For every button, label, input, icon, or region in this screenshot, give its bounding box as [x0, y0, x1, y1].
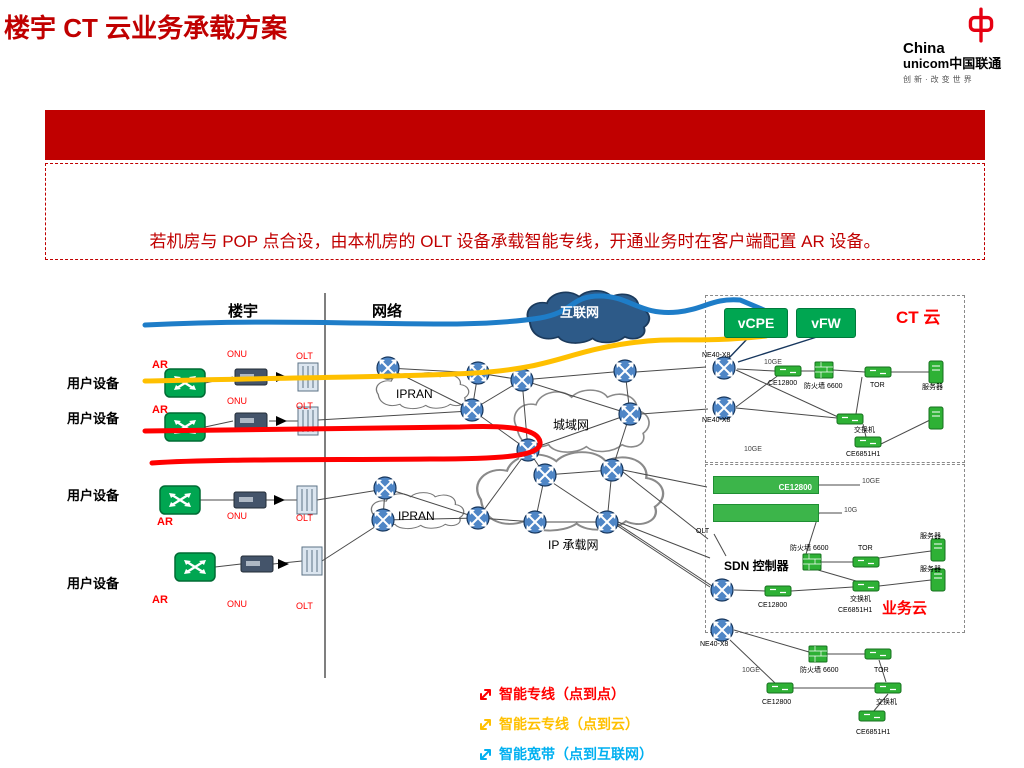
- zone-label-network: 网络: [372, 303, 403, 320]
- tor-label: TOR: [870, 382, 885, 389]
- svc-firewall-label: 防火墙 6600: [790, 545, 829, 552]
- svc-server-label-a: 服务器: [920, 533, 941, 540]
- page-title: 楼宇 CT 云业务承载方案: [4, 13, 288, 43]
- svc-server-label-b: 服务器: [920, 566, 941, 573]
- ar-label-3: AR: [157, 516, 173, 528]
- ce12800-bar-label: CE12800: [778, 483, 812, 492]
- user-device-label-3: 用户设备: [67, 488, 120, 503]
- olt-label-4: OLT: [296, 601, 313, 611]
- flow-arrow-icons: [274, 372, 289, 569]
- svc-link-10ge: 10GE: [862, 478, 880, 485]
- onu-label-2: ONU: [227, 396, 247, 406]
- olt-label-1: OLT: [296, 351, 313, 361]
- onu-label-3: ONU: [227, 511, 247, 521]
- service-cloud-title: 业务云: [882, 600, 928, 617]
- olt-label-2: OLT: [296, 401, 313, 411]
- ip-bearer-label: IP 承载网: [548, 538, 599, 552]
- ipran-label-1: IPRAN: [396, 387, 433, 401]
- onu-label-1: ONU: [227, 349, 247, 359]
- svc-ce6851-label: CE6851H1: [838, 607, 873, 614]
- ip-bearer-cloud: [476, 451, 665, 532]
- edge-ne40-label: NE40-X8: [700, 641, 729, 648]
- callout-text: 若机房与 POP 点合设，由本机房的 OLT 设备承载智能专线，开通业务时在客户…: [149, 232, 881, 251]
- legend-label-broadband: 智能宽带（点到互联网）: [499, 746, 653, 762]
- ar-label-1: AR: [152, 359, 168, 371]
- ipran-label-2: IPRAN: [398, 509, 435, 523]
- link-label-10ge-a: 10GE: [764, 359, 782, 366]
- svc-olt-label: OLT: [696, 528, 710, 535]
- service-cloud-box: [705, 464, 965, 633]
- svc-tor-label: TOR: [858, 545, 873, 552]
- ar-router-icons: [158, 367, 217, 583]
- diagonal-arrows-icon: [480, 718, 491, 730]
- red-banner: [45, 110, 985, 160]
- svc-switch-label: 交换机: [850, 596, 871, 603]
- ce12800-bar: CE12800: [713, 476, 819, 494]
- diagonal-arrows-icon: [480, 748, 491, 760]
- edge-ce6851-label: CE6851H1: [856, 729, 891, 736]
- link-label-10ge-b: 10GE: [744, 446, 762, 453]
- user-device-label-1: 用户设备: [67, 376, 120, 391]
- server-label: 服务器: [922, 384, 943, 391]
- ne40-label-a: NE40-X8: [702, 352, 731, 359]
- svc-link-10g: 10G: [844, 507, 858, 514]
- firewall-label: 防火墙 6600: [804, 383, 843, 390]
- unicom-logo-text: China unicom中国联通 创新·改变世界: [903, 40, 1001, 84]
- edge-switch-label: 交换机: [876, 699, 897, 706]
- ce12800-label: CE12800: [768, 380, 798, 387]
- logo-line2: unicom中国联通: [903, 56, 1002, 72]
- diagonal-arrows-icon: [480, 688, 491, 700]
- legend-item-cloud: 智能云专线（点到云）: [478, 714, 639, 734]
- ce6851-label: CE6851H1: [846, 451, 881, 458]
- logo-line1: China: [903, 40, 945, 57]
- ar-label-4: AR: [152, 594, 168, 606]
- ne40-label-b: NE40-X8: [702, 417, 731, 424]
- logo-tagline: 创新·改变世界: [903, 75, 975, 85]
- green-bar-2: [713, 504, 819, 522]
- olt-icons: [296, 362, 323, 576]
- sdn-controller-label: SDN 控制器: [724, 559, 789, 573]
- callout-box: 若机房与 POP 点合设，由本机房的 OLT 设备承载智能专线，开通业务时在客户…: [45, 163, 985, 260]
- vfw-node: vFW: [796, 308, 856, 338]
- vcpe-node: vCPE: [724, 308, 788, 338]
- user-device-label-4: 用户设备: [67, 576, 120, 591]
- internet-cloud-label: 互联网: [560, 305, 600, 320]
- legend-item-broadband: 智能宽带（点到互联网）: [478, 744, 653, 764]
- olt-label-3: OLT: [296, 513, 313, 523]
- edge-firewall-label: 防火墙 6600: [800, 667, 839, 674]
- unicom-logo-icon: [968, 7, 994, 43]
- legend-label-cloud: 智能云专线（点到云）: [499, 716, 639, 732]
- legend-label-p2p: 智能专线（点到点）: [499, 686, 625, 702]
- p2p-line: [142, 423, 543, 466]
- svc-ce12800-label: CE12800: [758, 602, 788, 609]
- user-device-label-2: 用户设备: [67, 411, 120, 426]
- edge-tor-label: TOR: [874, 667, 889, 674]
- edge-link-label: 10GE: [742, 667, 760, 674]
- zone-label-building: 楼宇: [228, 303, 259, 320]
- legend-item-p2p: 智能专线（点到点）: [478, 684, 625, 704]
- metro-cloud-label: 城域网: [553, 418, 590, 432]
- edge-ce12800-label: CE12800: [762, 699, 792, 706]
- switch-label: 交换机: [854, 427, 875, 434]
- onu-label-4: ONU: [227, 599, 247, 609]
- ct-cloud-title: CT 云: [896, 308, 941, 327]
- ar-label-2: AR: [152, 404, 168, 416]
